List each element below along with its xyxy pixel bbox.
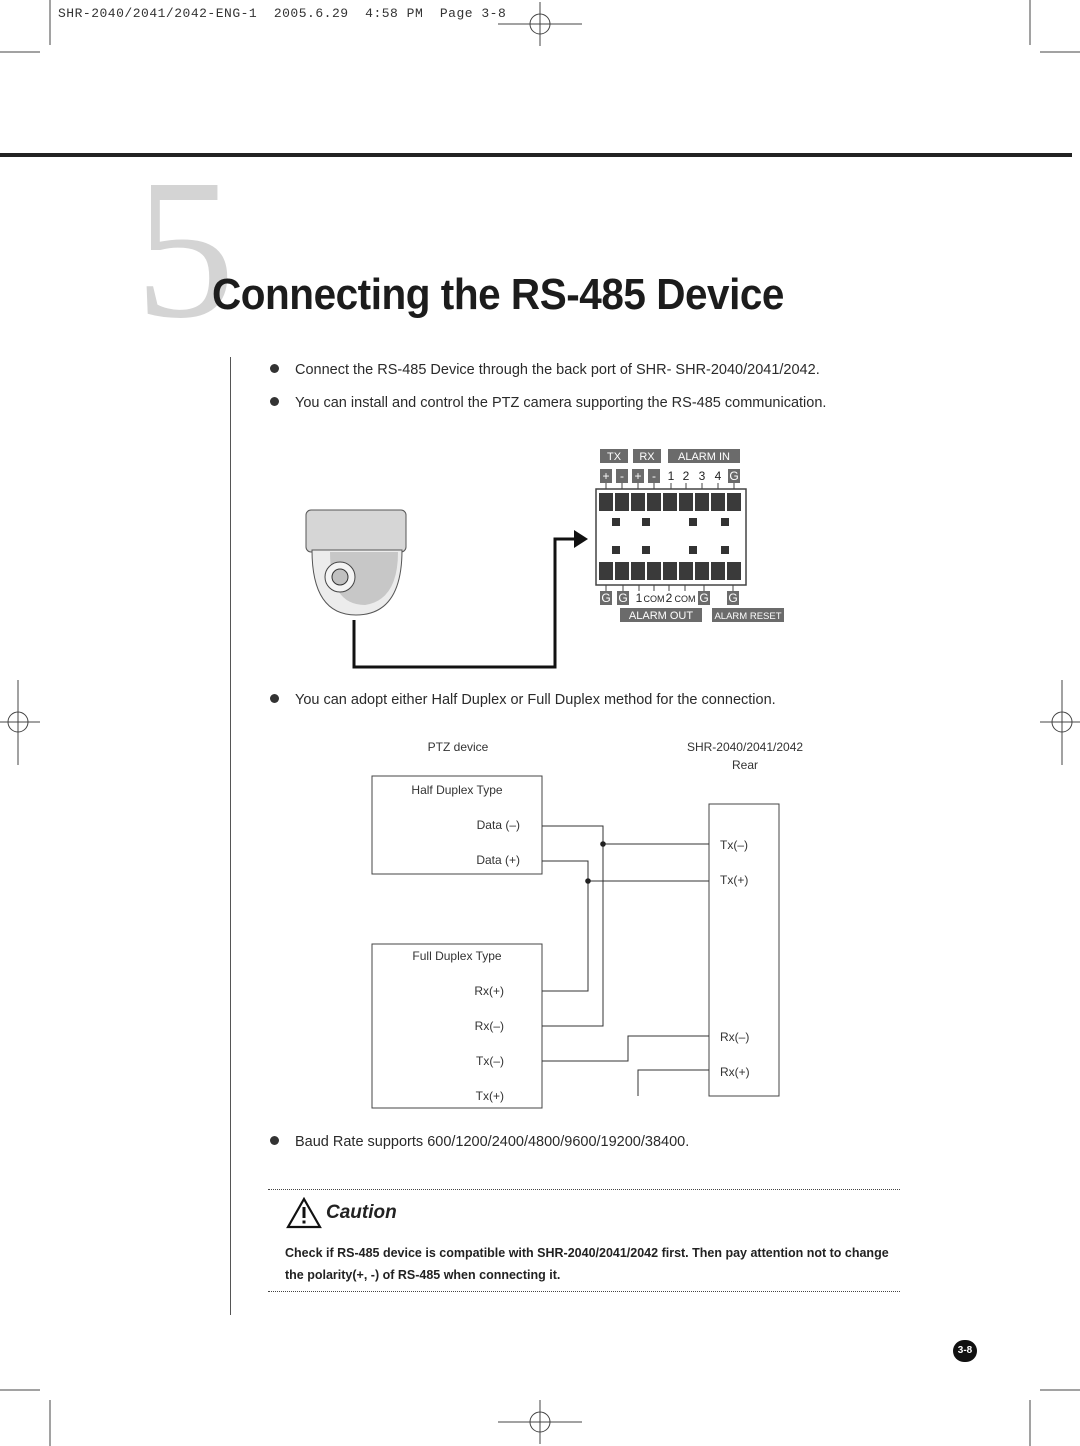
section-number: 5 [135, 139, 235, 360]
terminal-mount-hole [642, 518, 650, 526]
terminal-bottom-pin-label: 2 [666, 591, 673, 605]
terminal-screw-top [631, 493, 645, 511]
tx-group-label: TX [607, 451, 622, 463]
rear-rx-plus-label: Rx(+) [720, 1065, 750, 1079]
terminal-bottom-pin-label: COM [644, 594, 665, 604]
bullet-item: Baud Rate supports 600/1200/2400/4800/96… [270, 1134, 689, 1150]
terminal-top-pin-label: - [620, 469, 624, 483]
rear-rx-minus-label: Rx(–) [720, 1030, 749, 1044]
terminal-screw-top [599, 493, 613, 511]
ptz-device-header: PTZ device [428, 740, 489, 754]
page-title: Connecting the RS-485 Device [212, 270, 784, 319]
terminal-mount-hole [721, 546, 729, 554]
data-plus-label: Data (+) [476, 853, 520, 867]
terminal-screw-bottom [711, 562, 725, 580]
caution-label: Caution [326, 1202, 397, 1223]
terminal-screw-bottom [599, 562, 613, 580]
terminal-mount-hole [642, 546, 650, 554]
terminal-top-pin-label: 4 [715, 469, 722, 483]
rear-tx-minus-label: Tx(–) [720, 838, 748, 852]
terminal-screw-bottom [695, 562, 709, 580]
terminal-bottom-pin-label: COM [675, 594, 696, 604]
terminal-screw-bottom [631, 562, 645, 580]
print-header: SHR-2040/2041/2042-ENG-1 2005.6.29 4:58 … [58, 6, 507, 21]
terminal-top-pin-label: 1 [668, 469, 675, 483]
bullet-dot-icon [270, 1136, 279, 1145]
terminal-screw-bottom [663, 562, 677, 580]
full-duplex-box [371, 943, 543, 1109]
terminal-screw-bottom [647, 562, 661, 580]
caution-top-divider [268, 1189, 900, 1190]
terminal-mount-hole [612, 518, 620, 526]
bullet-item: Connect the RS-485 Device through the ba… [270, 362, 820, 378]
terminal-top-pin-label: 3 [699, 469, 706, 483]
ptz-camera-illustration [305, 509, 407, 616]
terminal-screw-top [663, 493, 677, 511]
bullet-item: You can install and control the PTZ came… [270, 395, 826, 411]
wiring-diagram: PTZ device SHR-2040/2041/2042 Rear Half … [371, 740, 803, 1109]
tx-minus-label: Tx(–) [476, 1054, 504, 1068]
caution-bottom-divider [268, 1291, 900, 1292]
data-minus-label: Data (–) [477, 818, 520, 832]
terminal-mount-hole [721, 518, 729, 526]
rear-tx-plus-label: Tx(+) [720, 873, 748, 887]
alarm-out-group-label: ALARM OUT [629, 610, 693, 622]
bullet-dot-icon [270, 397, 279, 406]
terminal-bottom-pin-label: G [618, 591, 627, 605]
terminal-bottom-pin-label: 1 [636, 591, 643, 605]
rx-plus-label: Rx(+) [474, 984, 504, 998]
dvr-rear-box [708, 803, 780, 1097]
terminal-top-pin-label: - [652, 469, 656, 483]
bullet-dot-icon [270, 694, 279, 703]
terminal-bottom-pin-label: G [699, 591, 708, 605]
full-duplex-title: Full Duplex Type [412, 949, 501, 963]
alarm-in-group-label: ALARM IN [678, 451, 730, 463]
terminal-mount-hole [689, 546, 697, 554]
terminal-bottom-pin-label: G [601, 591, 610, 605]
dvr-model-header: SHR-2040/2041/2042 [687, 740, 803, 754]
caution-text: Check if RS-485 device is compatible wit… [285, 1246, 889, 1282]
bullet-dot-icon [270, 364, 279, 373]
bullet-item: You can adopt either Half Duplex or Full… [270, 692, 776, 708]
junction-dot [585, 878, 591, 884]
terminal-screw-bottom [615, 562, 629, 580]
half-duplex-box [371, 775, 543, 875]
warning-icon [286, 1197, 322, 1229]
page-number: 3-8 [953, 1340, 977, 1362]
half-duplex-title: Half Duplex Type [411, 783, 502, 797]
terminal-top-pin-label: + [602, 469, 609, 483]
terminal-screw-top [647, 493, 661, 511]
left-margin-rule [230, 357, 231, 1315]
terminal-screw-top [695, 493, 709, 511]
terminal-top-pin-label: 2 [683, 469, 690, 483]
wires [542, 825, 709, 1096]
terminal-bottom-pin-label: G [728, 591, 737, 605]
terminal-top-pin-label: + [634, 469, 641, 483]
terminal-mount-hole [689, 518, 697, 526]
terminal-screw-top [711, 493, 725, 511]
alarm-reset-group-label: ALARM RESET [714, 611, 781, 622]
terminal-screw-bottom [727, 562, 741, 580]
terminal-top-pin-label: G [729, 469, 738, 483]
rx-minus-label: Rx(–) [475, 1019, 504, 1033]
terminal-screw-top [727, 493, 741, 511]
junction-dot [600, 841, 606, 847]
rear-header: Rear [732, 758, 758, 772]
rx-group-label: RX [639, 451, 655, 463]
terminal-screw-top [615, 493, 629, 511]
tx-plus-label: Tx(+) [476, 1089, 504, 1103]
terminal-screw-bottom [679, 562, 693, 580]
top-rule [0, 153, 1072, 157]
terminal-screw-top [679, 493, 693, 511]
terminal-mount-hole [612, 546, 620, 554]
